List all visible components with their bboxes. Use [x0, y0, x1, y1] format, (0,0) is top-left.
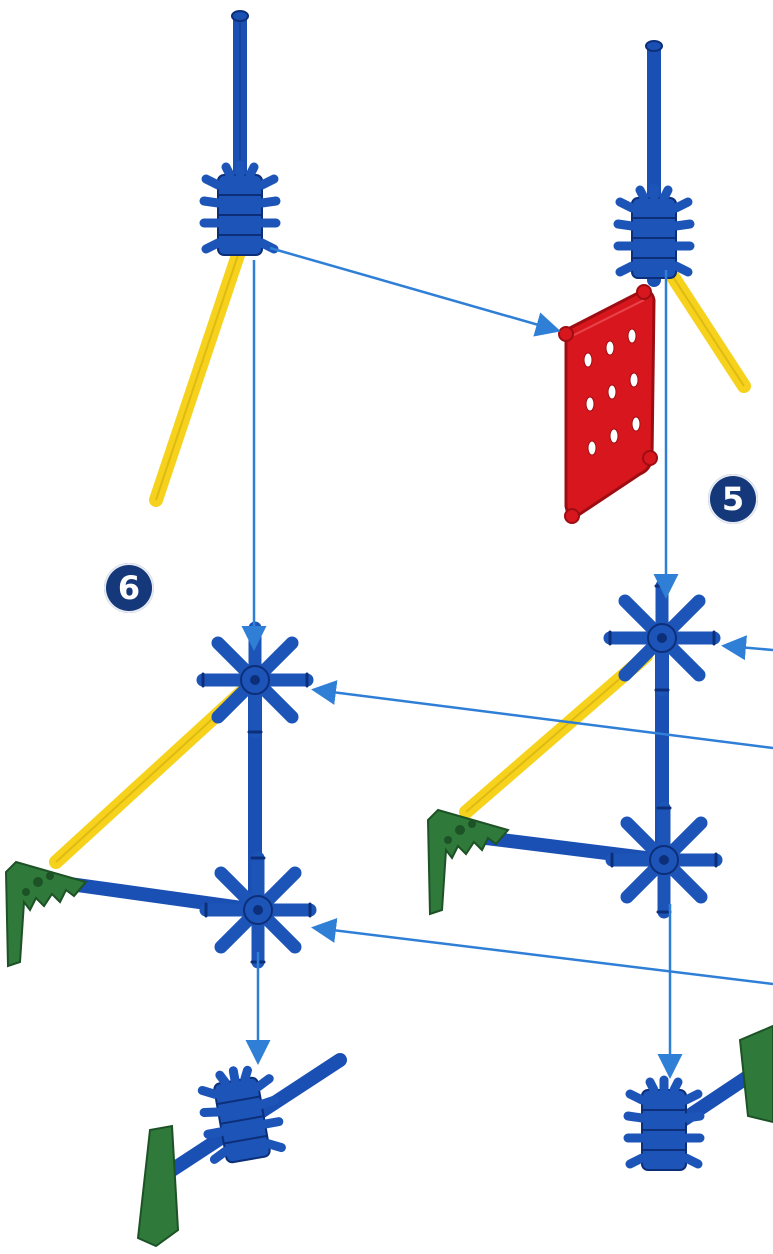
arrow	[270, 248, 556, 330]
blue-8-way-connector	[612, 808, 716, 912]
step-number: 6	[118, 572, 140, 604]
step-6-right-assembly	[428, 586, 773, 1170]
step-number-badge: 5	[708, 474, 758, 524]
assembly-arrows	[254, 248, 773, 1074]
arrow	[316, 928, 773, 984]
green-corner-connector	[6, 862, 86, 966]
step-number: 5	[722, 483, 744, 515]
blue-8-way-connector	[206, 858, 310, 962]
step-5-top-assembly	[156, 11, 744, 523]
green-corner-connector	[428, 810, 508, 914]
red-hole-plate	[559, 285, 657, 523]
step-6-left-assembly	[6, 628, 340, 1246]
blue-hub-connector	[618, 188, 690, 278]
blue-8-way-connector	[610, 586, 714, 690]
step-number-badge: 6	[104, 563, 154, 613]
top-left-post	[156, 11, 276, 500]
green-corner-connector	[740, 1026, 773, 1122]
arrow	[726, 646, 773, 650]
green-corner-connector	[138, 1126, 178, 1246]
blue-hub-connector	[204, 165, 276, 255]
blue-hub-connector	[628, 1080, 700, 1170]
